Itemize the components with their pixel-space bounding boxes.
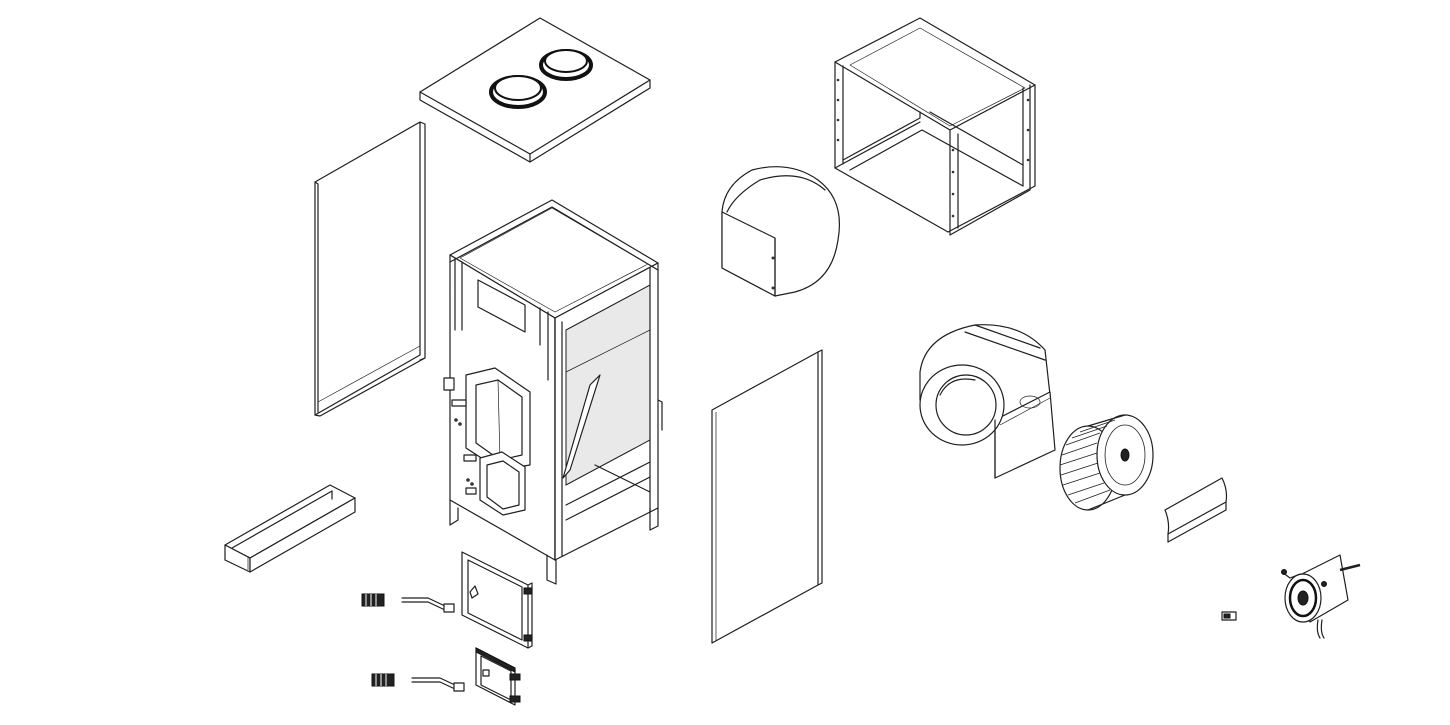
blower-shroud: [721, 166, 841, 297]
lower-control-box: [371, 647, 521, 706]
floor-channel: [224, 484, 356, 573]
left-side-panel: [314, 121, 426, 417]
blower-housing: [919, 324, 1056, 479]
blower-wheel: [1059, 414, 1154, 511]
cutoff-plate: [1164, 477, 1228, 543]
open-frame-box: [834, 17, 1036, 236]
upper-control-box: [361, 551, 533, 649]
top-panel-with-collars: [419, 17, 651, 163]
right-side-panel: [711, 349, 823, 644]
main-cabinet-frame: [443, 199, 663, 585]
blower-motor: [1221, 554, 1361, 639]
